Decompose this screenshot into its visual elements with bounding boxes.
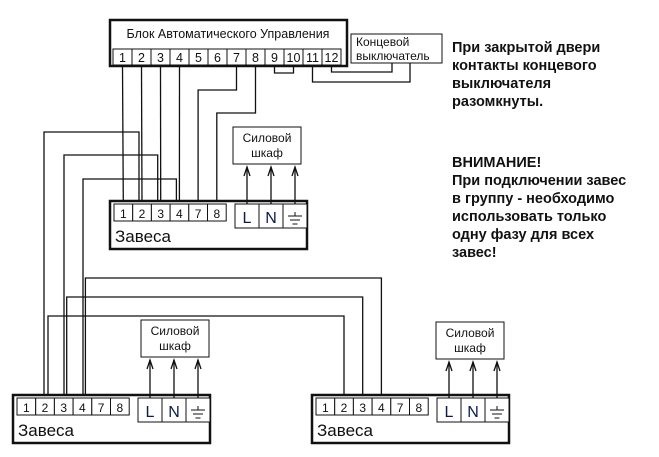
wire-left-3: [63, 154, 159, 398]
curtain-label: Завеса: [18, 421, 75, 440]
curtain-terminal-label: 7: [195, 207, 202, 221]
curtain-terminal-label: 3: [157, 207, 164, 221]
power-cabinet-label: Силовой: [243, 131, 292, 145]
power-cabinet-label: шкаф: [159, 339, 191, 353]
arrow-up-icon: [194, 357, 202, 370]
controller-terminal-label: 1: [119, 51, 126, 65]
curtain-terminal-label: 3: [359, 401, 366, 415]
controller-terminal-12: [321, 48, 342, 66]
wire-right-3: [66, 296, 364, 398]
curtain-terminal-label: 3: [60, 401, 67, 415]
power-cabinet-box: [435, 321, 505, 360]
wire-controller-7: [197, 66, 238, 204]
controller-terminal-label: 2: [138, 51, 145, 65]
controller-terminal-label: 4: [176, 51, 183, 65]
controller-terminal-label: 5: [195, 51, 202, 65]
power-terminal-label: N: [265, 210, 277, 227]
ground-icon: [288, 212, 302, 225]
wire-left-4: [82, 178, 178, 398]
power-terminal-label: L: [243, 210, 252, 227]
power-cabinet-label: Силовой: [446, 326, 495, 340]
limit-switch-box: [350, 33, 443, 64]
power-terminal-N: [161, 397, 187, 423]
wire-controller-12: [330, 63, 393, 73]
curtain-terminal-label: 1: [120, 207, 127, 221]
curtain-terminal-label: 1: [23, 401, 30, 415]
controller-terminal-label: 6: [214, 51, 221, 65]
limit-switch-label: выключатель: [356, 49, 430, 63]
curtain-terminal-8: [409, 397, 429, 416]
wire-controller-11: [311, 63, 411, 83]
controller-terminal-label: 11: [306, 51, 319, 65]
curtain-terminal-label: 8: [116, 401, 123, 415]
wire-left-2: [43, 131, 140, 398]
curtain-terminal-label: 2: [341, 401, 348, 415]
controller-terminal-label: 12: [325, 51, 339, 65]
jumper-9-10: [273, 66, 295, 74]
wire-controller-1: [121, 65, 124, 205]
warning-note: ВНИМАНИЕ! При подключении завес в группу…: [452, 154, 657, 262]
wire-right-2: [47, 315, 345, 398]
control-unit-title: Блок Автоматического Управления: [127, 27, 330, 41]
curtain-terminal-label: 4: [176, 207, 183, 221]
power-cabinet-box: [140, 319, 210, 358]
limit-switch-label: Концевой: [356, 35, 409, 49]
arrow-up-icon: [243, 164, 251, 177]
curtain-terminal-8: [207, 203, 227, 222]
arrow-up-icon: [170, 357, 178, 370]
power-cabinet-label: шкаф: [454, 341, 486, 355]
wires: [43, 63, 411, 398]
curtain-terminal-label: 8: [213, 207, 220, 221]
arrow-up-icon: [493, 359, 501, 372]
arrow-up-icon: [469, 359, 477, 372]
arrow-up-icon: [146, 357, 154, 370]
ground-icon: [191, 406, 205, 419]
arrow-up-icon: [291, 164, 299, 177]
curtain-terminal-label: 1: [322, 401, 329, 415]
power-terminal-label: L: [445, 404, 454, 421]
power-terminal-N: [258, 203, 284, 229]
arrow-up-icon: [267, 164, 275, 177]
curtain-label: Завеса: [115, 227, 172, 246]
power-terminal-label: L: [146, 404, 155, 421]
warning-text: При подключении завес в группу - необход…: [452, 173, 627, 261]
curtain-terminal-label: 2: [139, 207, 146, 221]
power-terminal-N: [460, 397, 486, 423]
power-terminal-label: N: [467, 404, 479, 421]
curtain-terminal-label: 7: [98, 401, 105, 415]
arrow-up-icon: [445, 359, 453, 372]
power-cabinet-label: шкаф: [251, 146, 283, 160]
curtain-terminal-label: 2: [42, 401, 49, 415]
curtain-terminal-label: 8: [415, 401, 422, 415]
curtain-terminal-8: [110, 397, 130, 416]
controller-terminal-label: 7: [233, 51, 240, 65]
wire-controller-2: [140, 65, 143, 205]
ground-icon: [490, 406, 504, 419]
controller-terminal-label: 9: [271, 51, 278, 65]
curtain-terminal-label: 4: [378, 401, 385, 415]
curtain-label: Завеса: [317, 421, 374, 440]
door-note: При закрытой двери контакты концевого вы…: [452, 40, 601, 110]
controller-terminal-label: 3: [157, 51, 164, 65]
wire-right-4: [84, 277, 383, 398]
curtain-terminal-label: 4: [79, 401, 86, 415]
curtain-terminal-label: 7: [397, 401, 404, 415]
warning-title: ВНИМАНИЕ!: [452, 155, 542, 171]
power-cabinet-label: Силовой: [151, 324, 200, 338]
controller-terminal-label: 10: [287, 51, 301, 65]
power-terminal-label: N: [168, 404, 180, 421]
controller-terminal-label: 8: [252, 51, 259, 65]
power-cabinet-box: [232, 126, 302, 165]
wire-controller-8: [216, 66, 257, 204]
